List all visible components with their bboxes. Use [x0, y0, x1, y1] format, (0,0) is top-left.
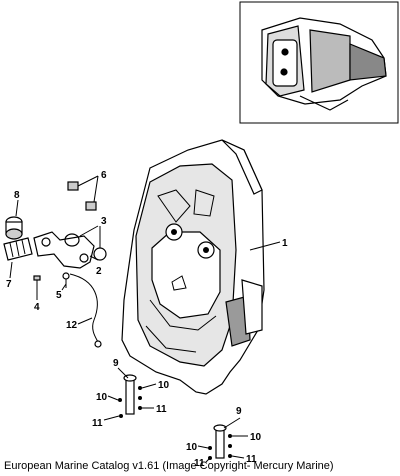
callout-11-lower-a: 11 — [246, 454, 257, 465]
plug-part-6 — [67, 181, 97, 211]
callout-8: 8 — [14, 190, 20, 201]
inset-locator-view — [239, 1, 399, 124]
screw-part-4 — [33, 275, 41, 292]
callout-12: 12 — [66, 320, 78, 331]
callout-11-upper-b: 11 — [92, 418, 103, 429]
callout-6: 6 — [101, 170, 107, 181]
callout-3: 3 — [101, 216, 107, 227]
callout-5: 5 — [56, 290, 62, 301]
callout-9-upper: 9 — [113, 358, 119, 369]
callout-10-upper-b: 10 — [96, 392, 108, 403]
image-caption: European Marine Catalog v1.61 (Image Cop… — [4, 460, 334, 472]
callout-10-upper-a: 10 — [158, 380, 170, 391]
leader-lines — [9, 175, 281, 463]
screw-part-5 — [62, 272, 70, 288]
callout-labels: 1 2 3 4 5 6 7 8 9 10 10 11 11 12 9 10 10… — [6, 170, 288, 469]
plug-part-8 — [5, 216, 23, 240]
callout-1: 1 — [282, 238, 288, 249]
callout-10-lower-b: 10 — [186, 442, 198, 453]
callout-10-lower-a: 10 — [250, 432, 262, 443]
pin-part-9-lower — [213, 424, 227, 459]
washers-nuts-10-11 — [118, 386, 232, 460]
elbow-part-2 — [33, 231, 95, 269]
callout-7: 7 — [6, 279, 12, 290]
gearcase-housing — [121, 139, 265, 395]
callout-2: 2 — [96, 266, 102, 277]
wire-part-12 — [69, 273, 102, 348]
callout-11-upper-a: 11 — [156, 404, 167, 415]
callout-4: 4 — [34, 302, 40, 313]
callout-9-lower: 9 — [236, 406, 242, 417]
pin-part-9-upper — [123, 374, 137, 415]
callout-11-lower-b: 11 — [194, 458, 205, 469]
fitting-part-7 — [3, 237, 33, 261]
